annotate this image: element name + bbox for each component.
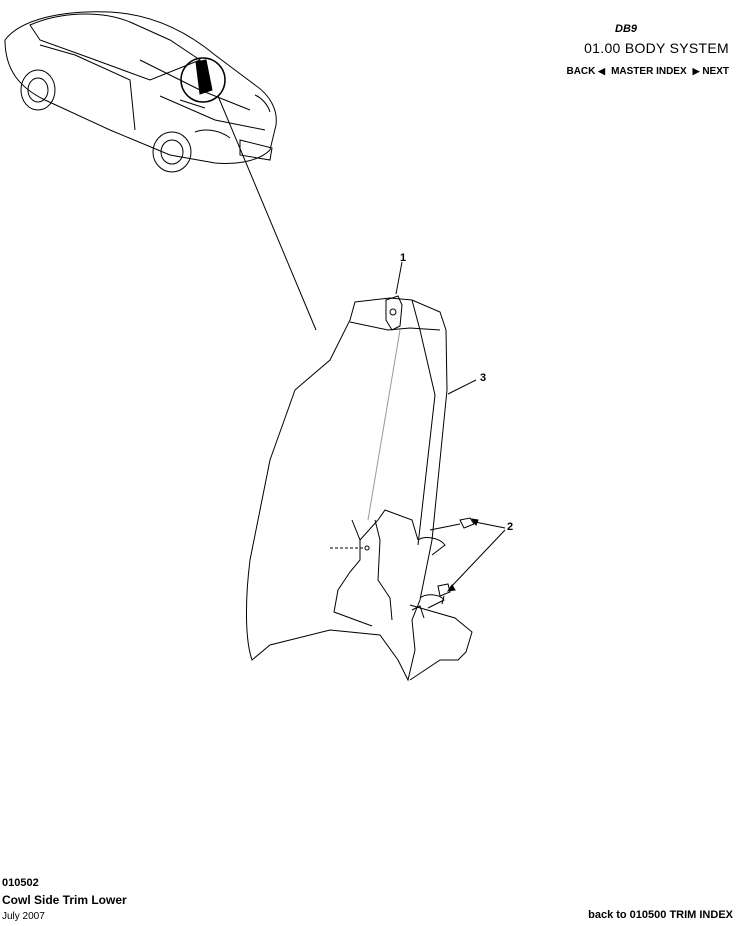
car-illustration: [4, 11, 277, 173]
section-title: 01.00 BODY SYSTEM: [584, 40, 729, 56]
logo-text: DB9: [615, 23, 638, 35]
callout-2-leader-a: [474, 521, 506, 529]
arrow-icon: [446, 584, 456, 592]
navigation-bar: BACK ◀ MASTER INDEX ▶ NEXT: [566, 66, 729, 77]
page-date: July 2007: [2, 911, 45, 922]
arrow-icon: [470, 518, 479, 527]
leader-line: [217, 95, 317, 331]
page-code: 010502: [2, 877, 39, 889]
back-link[interactable]: BACK ◀: [566, 66, 605, 77]
callout-2: 2: [507, 521, 513, 533]
triangle-left-icon: ◀: [598, 66, 606, 76]
callout-3-leader: [447, 379, 477, 395]
callout-3: 3: [480, 372, 486, 384]
page-title: Cowl Side Trim Lower: [2, 893, 127, 907]
next-link[interactable]: ▶ NEXT: [693, 66, 729, 77]
parts-diagram: 1 2 3: [4, 11, 513, 682]
back-label: BACK: [566, 66, 596, 77]
detail-magnifier: [180, 57, 226, 103]
master-index-link[interactable]: MASTER INDEX: [611, 66, 687, 77]
db9-logo: DB9: [615, 23, 638, 35]
callout-1-leader: [395, 261, 403, 295]
next-label: NEXT: [702, 66, 729, 77]
callout-1: 1: [400, 252, 406, 264]
callout-2-leader-b: [449, 529, 506, 589]
screw-parts: [411, 517, 475, 619]
clip-part: [385, 295, 403, 331]
back-to-index-link[interactable]: back to 010500 TRIM INDEX: [588, 909, 733, 921]
cowl-side-trim-panel: [245, 297, 473, 682]
triangle-right-icon: ▶: [692, 66, 700, 76]
